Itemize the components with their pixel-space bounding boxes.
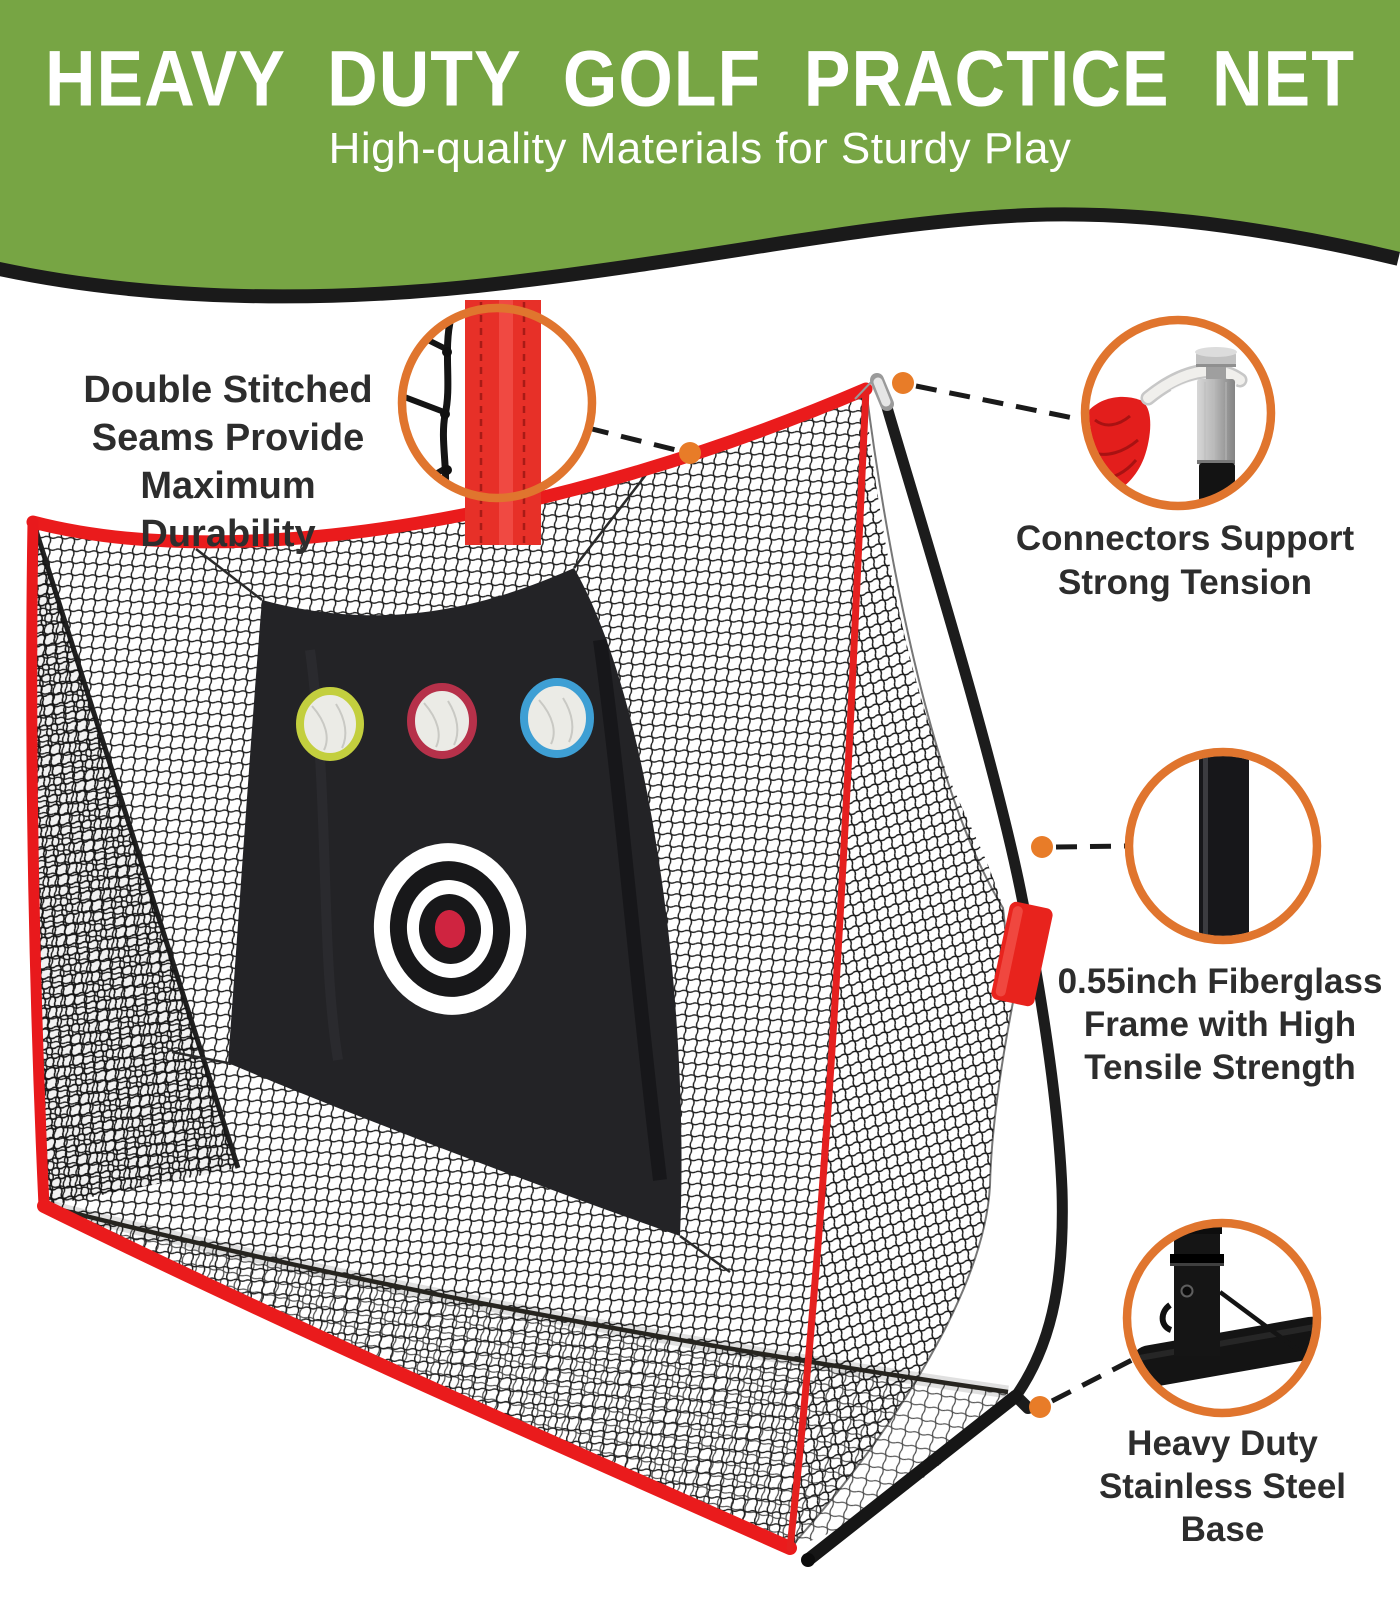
pointer-line-stitching xyxy=(587,425,677,453)
callout-circle-connector xyxy=(1080,315,1276,511)
callout-label-line: Base xyxy=(1180,1510,1265,1549)
callout-ring xyxy=(1122,1218,1322,1418)
pocket-red xyxy=(407,683,477,759)
panel-tie-cord xyxy=(171,1050,229,1065)
callout-label-line: Frame with High xyxy=(1083,1005,1357,1044)
callout-label-line: Tensile Strength xyxy=(1084,1048,1356,1087)
base-tube xyxy=(801,1389,1023,1567)
red-left-edge xyxy=(26,516,50,1212)
red-bottom-edge xyxy=(37,1199,797,1555)
red-corner-seam xyxy=(786,386,870,1552)
pole-tip-ferrule xyxy=(873,377,891,407)
pocket-blue xyxy=(520,678,594,758)
pointer-dot-frame xyxy=(1031,836,1053,858)
callout-label-line: Connectors Support xyxy=(1015,519,1355,558)
pointer-dot-connector xyxy=(892,372,914,394)
panel-tie-cord xyxy=(679,1234,731,1274)
net-floor xyxy=(46,1206,1008,1548)
net-left-wall xyxy=(32,522,238,1206)
callout-ring xyxy=(1124,747,1322,945)
callout-label-line: Double Stitched xyxy=(83,369,373,411)
panel-fold-shadow xyxy=(593,639,667,1181)
pole-red-sleeve xyxy=(991,901,1053,1007)
net-right-wall xyxy=(790,389,1013,1548)
pointer-dot-base xyxy=(1029,1396,1051,1418)
steel-base-detail-icon xyxy=(1131,1227,1313,1388)
red-top-edge xyxy=(26,382,873,549)
panel-tie-cord xyxy=(195,548,263,601)
floor-rope xyxy=(45,1203,1009,1395)
target-panel xyxy=(171,471,731,1274)
callout-circle-stitching xyxy=(397,300,597,545)
callout-label-connector: Connectors Support Strong Tension xyxy=(1015,517,1355,605)
callout-label-frame: 0.55inch Fiberglass Frame with High Tens… xyxy=(1035,960,1400,1089)
wave-green-band xyxy=(0,0,1400,290)
base-tube-cap xyxy=(801,1553,815,1567)
callout-label-line: Seams Provide xyxy=(91,417,365,459)
pointer-dot-stitching xyxy=(679,442,701,464)
net-left-wall-shade xyxy=(32,522,238,1206)
header-wave-banner xyxy=(0,0,1400,304)
callout-label-base: Heavy Duty Stainless Steel Base xyxy=(1060,1422,1385,1551)
callout-ring xyxy=(1080,315,1276,511)
callout-dots xyxy=(679,372,1053,1418)
callout-pointers xyxy=(587,383,1134,1404)
pocket-yellow xyxy=(296,687,364,761)
callout-label-stitching: Double Stitched Seams Provide Maximum Du… xyxy=(48,366,408,558)
pointer-line-frame xyxy=(1055,843,1128,850)
net-right-edge xyxy=(789,388,1015,1549)
callout-label-line: Stainless Steel xyxy=(1098,1467,1347,1506)
fiberglass-pole-detail-icon xyxy=(1199,756,1249,936)
pointer-line-connector xyxy=(915,383,1084,423)
bullseye-target xyxy=(373,843,527,1015)
callout-circle-frame xyxy=(1124,747,1322,945)
callout-ring xyxy=(397,303,597,503)
pointer-line-base xyxy=(1050,1357,1134,1404)
callout-circle-base xyxy=(1122,1218,1322,1418)
callout-label-line: Heavy Duty xyxy=(1127,1424,1318,1463)
golf-net xyxy=(26,373,1068,1567)
base-assembly xyxy=(801,1389,1034,1567)
callout-label-line: Strong Tension xyxy=(1057,563,1313,602)
callout-label-line: Maximum Durability xyxy=(140,465,316,555)
page-title: HEAVY DUTY GOLF PRACTICE NET xyxy=(45,35,1355,123)
panel-tie-cord xyxy=(573,471,649,569)
callout-label-line: 0.55inch Fiberglass xyxy=(1057,962,1383,1001)
red-frame-edges xyxy=(26,382,873,1555)
page-subtitle: High-quality Materials for Sturdy Play xyxy=(328,124,1072,173)
